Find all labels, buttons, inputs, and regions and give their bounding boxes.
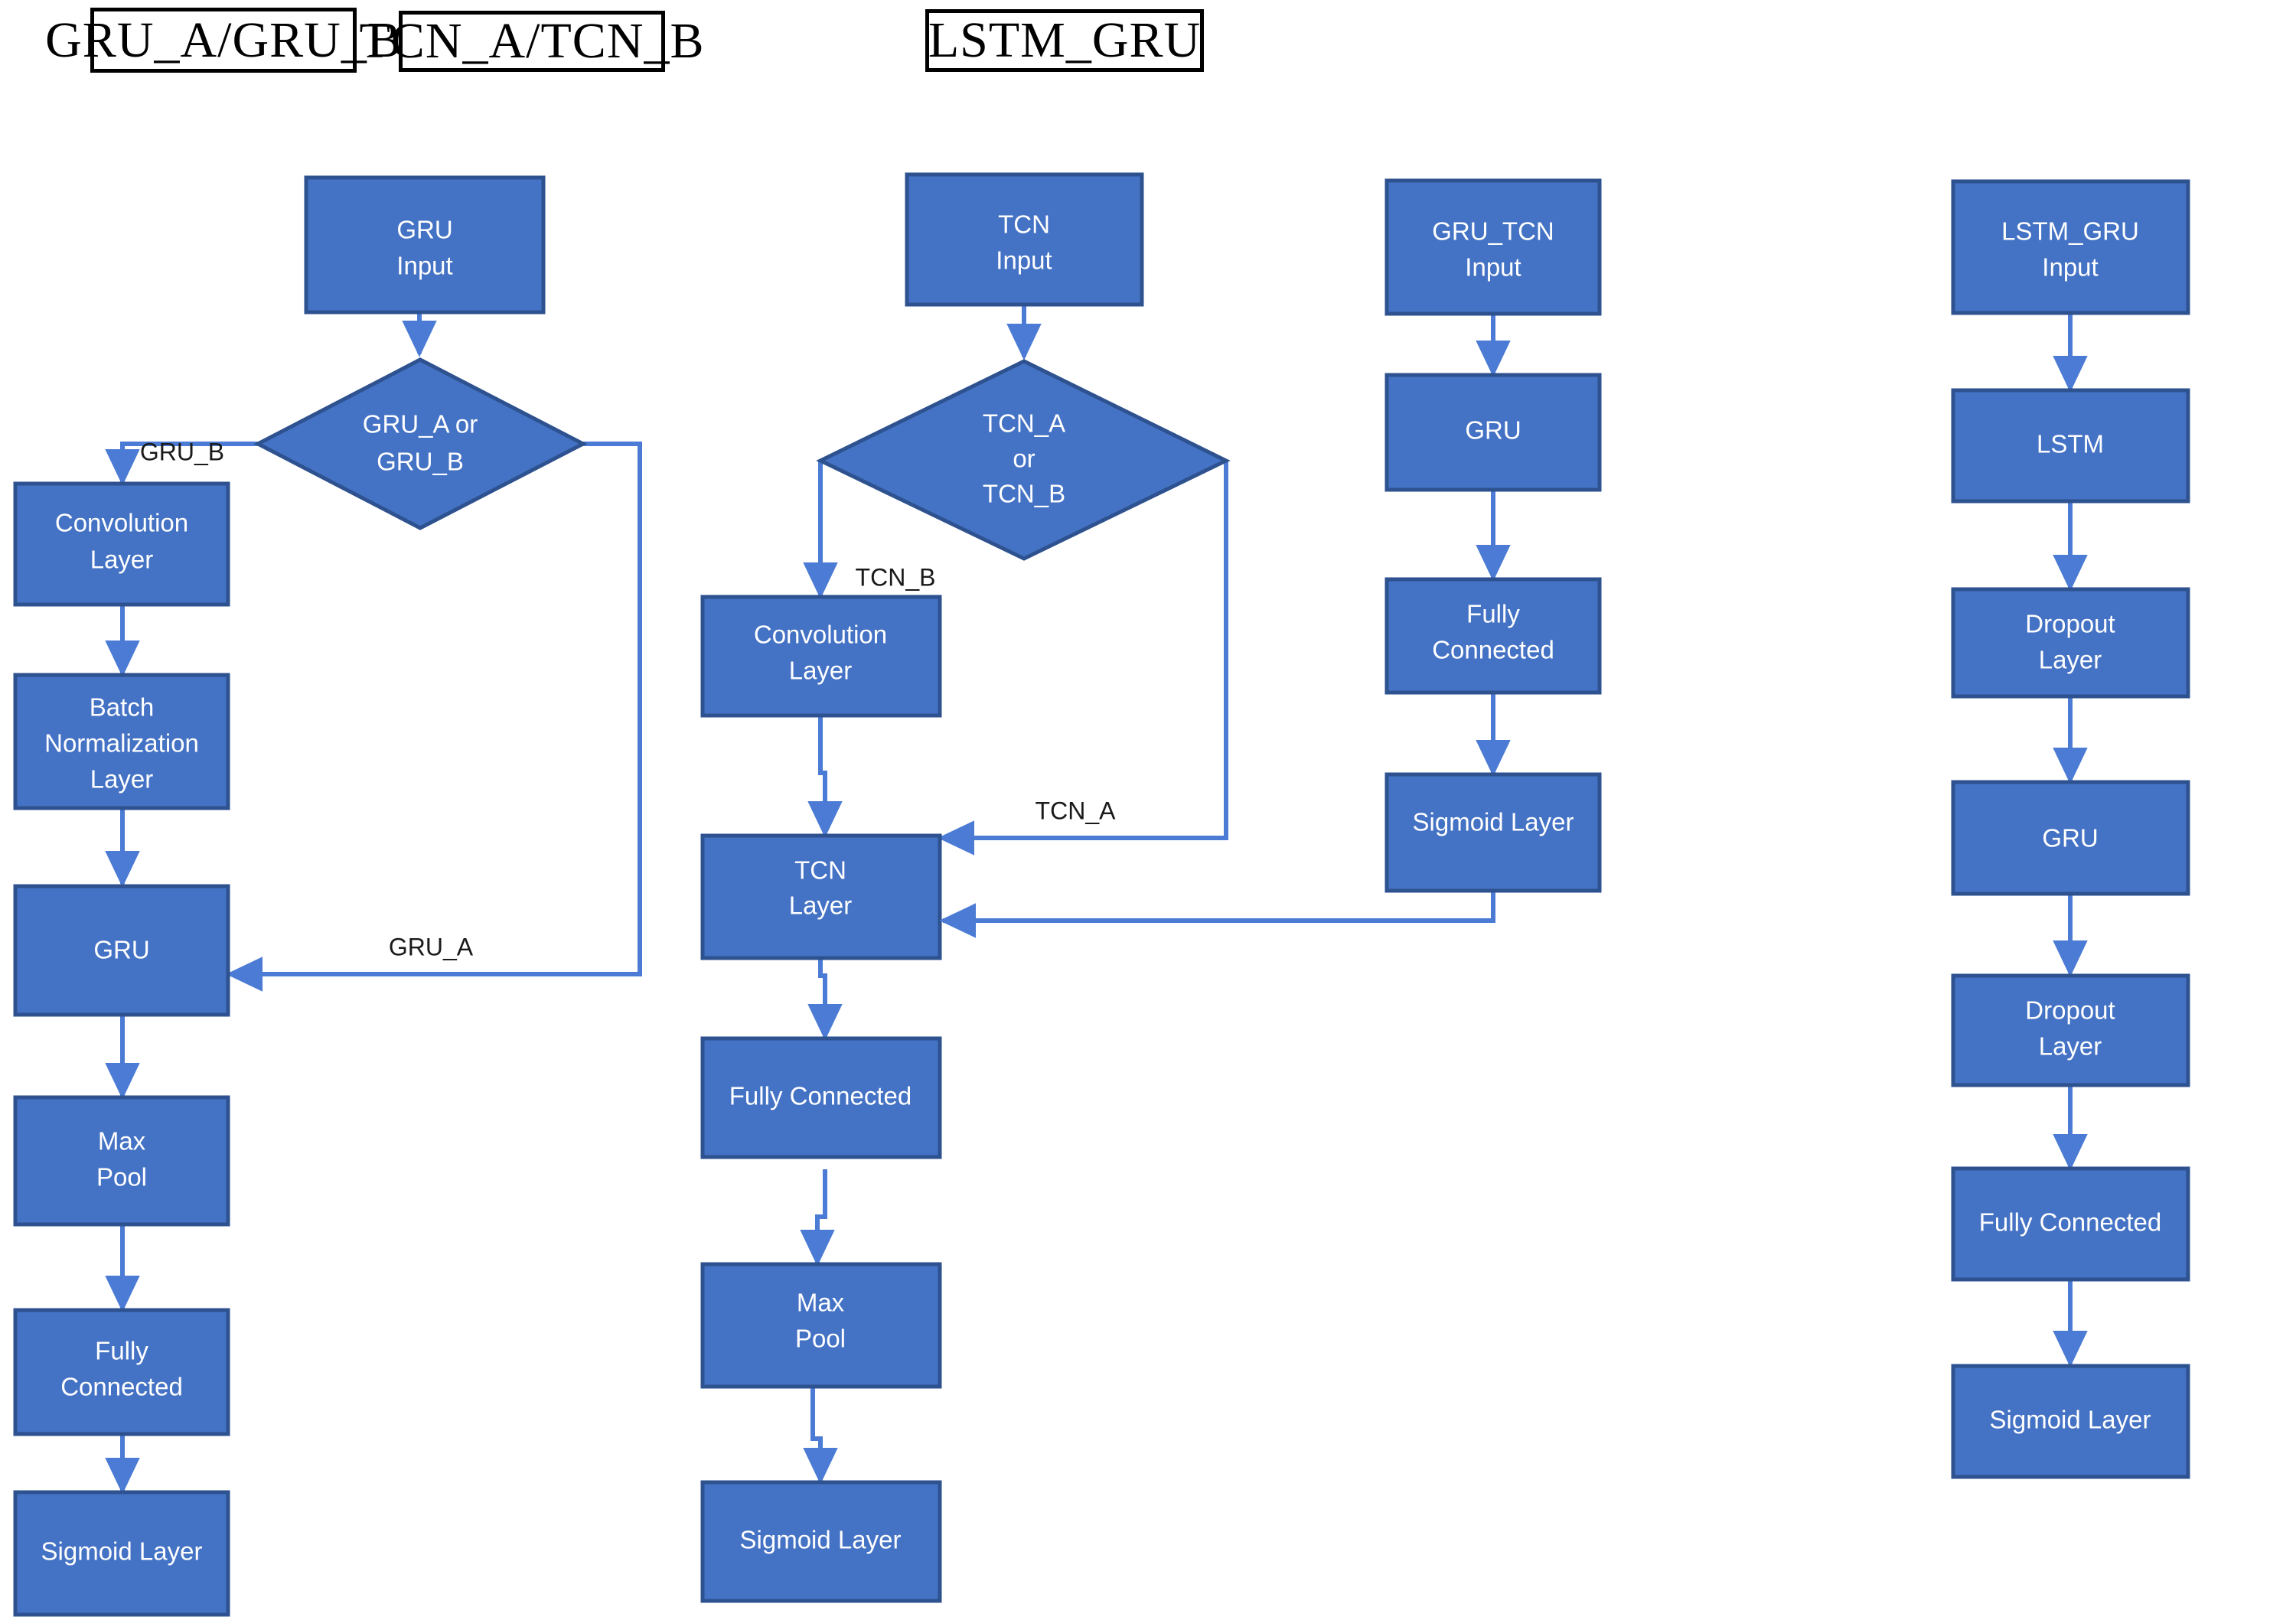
node-tcn-decision-line2: or: [1013, 445, 1035, 473]
node-tcn-sigmoid-layer[interactable]: Sigmoid Layer: [700, 1480, 942, 1603]
node-lstm-sigmoid-layer[interactable]: Sigmoid Layer: [1951, 1364, 2190, 1479]
node-gru-decision[interactable]: GRU_A or GRU_B: [253, 357, 588, 530]
node-tcn-layer-line1: TCN: [794, 856, 846, 885]
node-lstm-input-line2: Input: [2042, 253, 2098, 282]
node-gru-fc-line2: Connected: [60, 1373, 183, 1401]
node-gru-conv-line1: Convolution: [55, 509, 188, 537]
edge-decision-to-conv: [105, 442, 258, 486]
node-tcn-maxpool-line2: Pool: [795, 1325, 846, 1353]
node-gru-sigmoid-layer[interactable]: Sigmoid Layer: [13, 1490, 230, 1617]
node-lstm-sigmoid-line1: Sigmoid Layer: [1990, 1406, 2151, 1434]
node-lstm-gru[interactable]: GRU: [1951, 780, 2190, 896]
node-lstm-drop2-line1: Dropout: [2025, 996, 2115, 1025]
edge-tcn-decision-to-tcn-layer: [938, 461, 1228, 856]
node-tcn-layer-line2: Layer: [789, 891, 853, 920]
edges-column-grutcn: [939, 314, 1511, 938]
node-grutcn-input[interactable]: GRU_TCN Input: [1384, 178, 1602, 316]
title-label-lstm-gru: LSTM_GRU: [928, 12, 1202, 68]
node-tcn-input-line1: TCN: [998, 210, 1050, 239]
edge-tcn-fc-to-maxpool: [800, 1169, 835, 1266]
node-lstm-drop1-line2: Layer: [2039, 646, 2102, 674]
node-lstm-fc-line1: Fully Connected: [1979, 1208, 2161, 1237]
title-box-gru: GRU_A/GRU_B: [45, 8, 401, 73]
node-lstm-lstm-line1: LSTM: [2037, 430, 2104, 458]
node-tcn-convolution-layer[interactable]: Convolution Layer: [700, 595, 942, 718]
node-tcn-input[interactable]: TCN Input: [905, 172, 1144, 307]
node-gru-batch-normalization-layer[interactable]: Batch Normalization Layer: [13, 673, 230, 810]
node-lstm-drop2-line2: Layer: [2039, 1032, 2102, 1061]
node-grutcn-gru[interactable]: GRU: [1384, 373, 1602, 492]
node-lstm-drop1-line1: Dropout: [2025, 610, 2115, 638]
node-tcn-maxpool-line1: Max: [797, 1289, 845, 1317]
node-grutcn-input-line1: GRU_TCN: [1432, 217, 1554, 246]
edges-column-tcn: [800, 306, 1228, 1485]
node-tcn-decision-line3: TCN_B: [983, 480, 1065, 508]
node-gru-input-line1: GRU: [396, 216, 452, 244]
node-gru-decision-line2: GRU_B: [377, 448, 464, 476]
node-gru-maxpool-line2: Pool: [96, 1163, 147, 1191]
node-tcn-decision[interactable]: TCN_A or TCN_B: [816, 359, 1231, 561]
edge-label-tcn-a: TCN_A: [1035, 797, 1117, 824]
node-gru-gru[interactable]: GRU: [13, 884, 230, 1017]
node-grutcn-fc-line1: Fully: [1466, 600, 1520, 628]
node-gru-fully-connected[interactable]: Fully Connected: [13, 1308, 230, 1436]
title-box-lstm-gru: LSTM_GRU: [925, 9, 1204, 72]
node-gru-bn-line3: Layer: [90, 765, 154, 794]
node-lstm-lstm[interactable]: LSTM: [1951, 388, 2190, 504]
edge-label-gru-b: GRU_B: [140, 438, 224, 465]
node-grutcn-gru-line1: GRU: [1465, 416, 1521, 445]
node-gru-input[interactable]: GRU Input: [304, 175, 546, 315]
node-gru-max-pool[interactable]: Max Pool: [13, 1095, 230, 1227]
node-gru-maxpool-line1: Max: [98, 1127, 146, 1156]
node-tcn-input-line2: Input: [996, 246, 1052, 275]
node-gru-decision-line1: GRU_A or: [363, 410, 478, 438]
node-gru-bn-line1: Batch: [90, 693, 154, 722]
node-tcn-layer[interactable]: TCN Layer: [700, 833, 942, 960]
edge-grutcn-sigmoid-to-tcn-layer: [939, 890, 1495, 938]
edge-tcn-maxpool-to-sigmoid: [803, 1387, 838, 1485]
node-grutcn-fc-line2: Connected: [1432, 636, 1554, 664]
node-tcn-conv-line2: Layer: [789, 657, 853, 685]
node-grutcn-input-line2: Input: [1465, 253, 1521, 282]
node-lstm-fully-connected[interactable]: Fully Connected: [1951, 1166, 2190, 1282]
node-gru-convolution-layer[interactable]: Convolution Layer: [13, 481, 230, 607]
node-gru-fc-line1: Fully: [95, 1337, 148, 1365]
node-gru-bn-line2: Normalization: [44, 729, 199, 758]
node-tcn-decision-line1: TCN_A: [983, 409, 1065, 438]
title-box-tcn: TCN_A/TCN_B: [359, 11, 704, 72]
node-tcn-conv-line1: Convolution: [754, 621, 887, 649]
node-tcn-sigmoid-line1: Sigmoid Layer: [740, 1526, 902, 1554]
node-lstm-input[interactable]: LSTM_GRU Input: [1951, 179, 2190, 315]
edge-decision-to-gru: [226, 442, 642, 992]
node-lstm-gru-line1: GRU: [2042, 824, 2098, 852]
node-grutcn-sigmoid-line1: Sigmoid Layer: [1413, 808, 1574, 836]
edge-label-tcn-b: TCN_B: [856, 563, 936, 591]
node-lstm-dropout-layer-1[interactable]: Dropout Layer: [1951, 587, 2190, 699]
node-gru-gru-line1: GRU: [93, 936, 149, 964]
node-lstm-input-line1: LSTM_GRU: [2001, 217, 2139, 246]
node-grutcn-fully-connected[interactable]: Fully Connected: [1384, 577, 1602, 695]
node-tcn-max-pool[interactable]: Max Pool: [700, 1262, 942, 1389]
edge-tcn-conv-to-tcn-layer: [807, 715, 843, 838]
node-tcn-fc-line1: Fully Connected: [729, 1082, 912, 1110]
node-grutcn-sigmoid-layer[interactable]: Sigmoid Layer: [1384, 772, 1602, 893]
edges-column-gru: [105, 314, 642, 1495]
title-label-tcn: TCN_A/TCN_B: [359, 13, 705, 69]
node-lstm-dropout-layer-2[interactable]: Dropout Layer: [1951, 973, 2190, 1087]
node-gru-input-line2: Input: [396, 252, 452, 280]
title-label-gru: GRU_A/GRU_B: [45, 11, 402, 68]
node-tcn-fully-connected[interactable]: Fully Connected: [700, 1036, 942, 1159]
node-gru-conv-line2: Layer: [90, 546, 154, 574]
edge-label-gru-a: GRU_A: [389, 933, 474, 960]
node-gru-sigmoid-line1: Sigmoid Layer: [41, 1537, 203, 1566]
